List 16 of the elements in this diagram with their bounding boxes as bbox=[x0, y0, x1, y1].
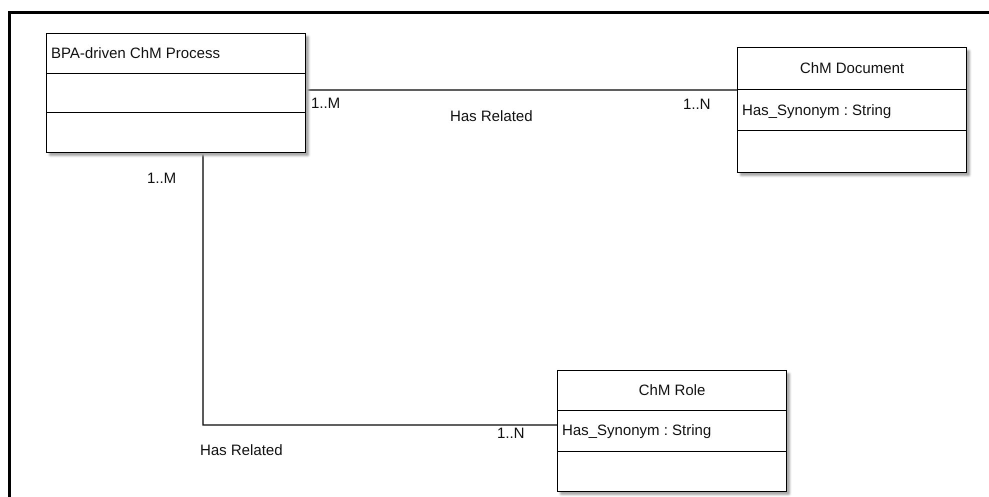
attribute-text: Has_Synonym : String bbox=[742, 102, 892, 118]
class-name: ChM Document bbox=[800, 60, 904, 77]
class-name: BPA-driven ChM Process bbox=[51, 44, 220, 62]
association-line bbox=[202, 153, 557, 426]
uml-class-box bbox=[46, 33, 306, 153]
multiplicity-label: 1..N bbox=[497, 425, 525, 442]
multiplicity-label: 1..N bbox=[683, 96, 711, 113]
uml-class-box bbox=[737, 47, 967, 173]
uml-class-box bbox=[557, 370, 787, 492]
class-name: ChM Role bbox=[638, 382, 706, 400]
multiplicity-label: 1..M bbox=[147, 170, 176, 187]
edge-label: Has Related bbox=[200, 442, 283, 459]
edge-label: Has Related bbox=[450, 108, 533, 125]
multiplicity-label: 1..M bbox=[311, 95, 340, 112]
association-line bbox=[306, 89, 737, 91]
attribute-text: Has_Synonym : String bbox=[562, 422, 712, 440]
